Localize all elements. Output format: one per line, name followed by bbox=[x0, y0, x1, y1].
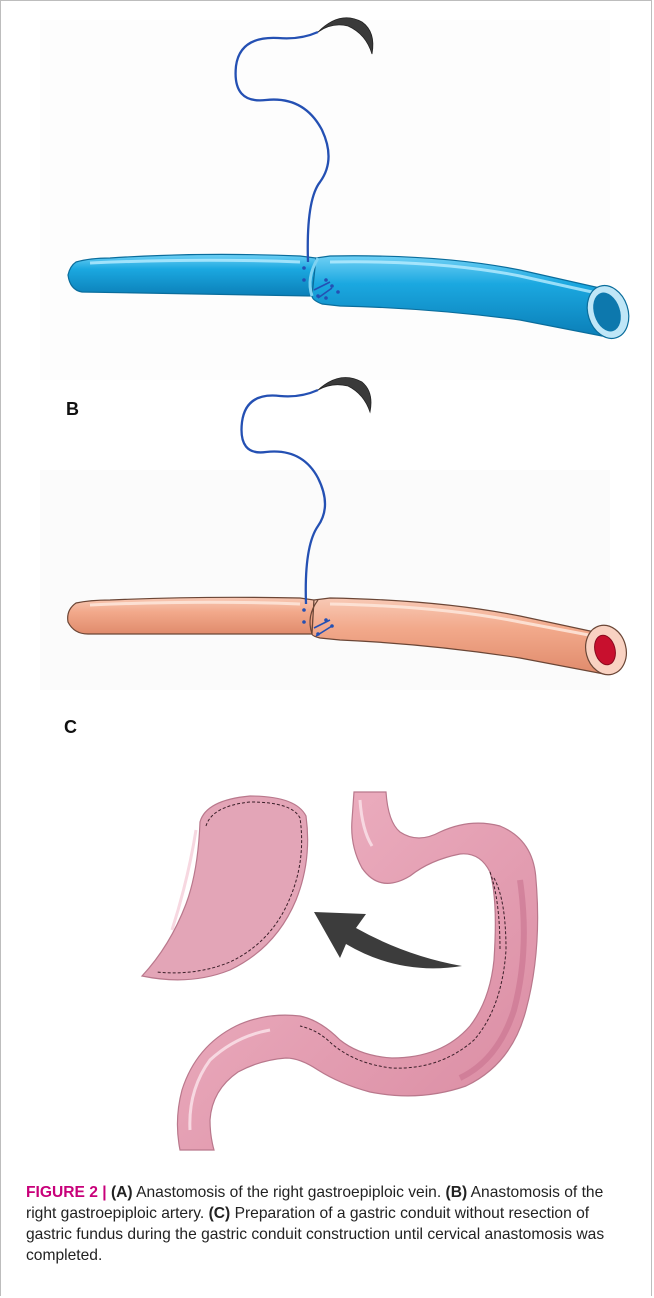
figure-illustration bbox=[0, 0, 654, 1180]
fundus-piece bbox=[142, 796, 308, 980]
caption-tag-c: (C) bbox=[209, 1205, 231, 1222]
panel-c-gastric-conduit bbox=[142, 792, 538, 1150]
panel-a-vein-anastomosis bbox=[40, 18, 635, 380]
caption-text-a: Anastomosis of the right gastroepiploic … bbox=[133, 1184, 446, 1201]
artery-suture-needle bbox=[318, 378, 371, 413]
panel-a-background bbox=[40, 20, 610, 380]
caption-tag-b: (B) bbox=[446, 1184, 468, 1201]
figure-caption: FIGURE 2 | (A) Anastomosis of the right … bbox=[26, 1182, 636, 1266]
panel-b-artery-anastomosis bbox=[40, 378, 632, 691]
direction-arrow bbox=[314, 912, 462, 968]
caption-figure-label: FIGURE 2 | bbox=[26, 1184, 111, 1201]
caption-tag-a: (A) bbox=[111, 1184, 133, 1201]
